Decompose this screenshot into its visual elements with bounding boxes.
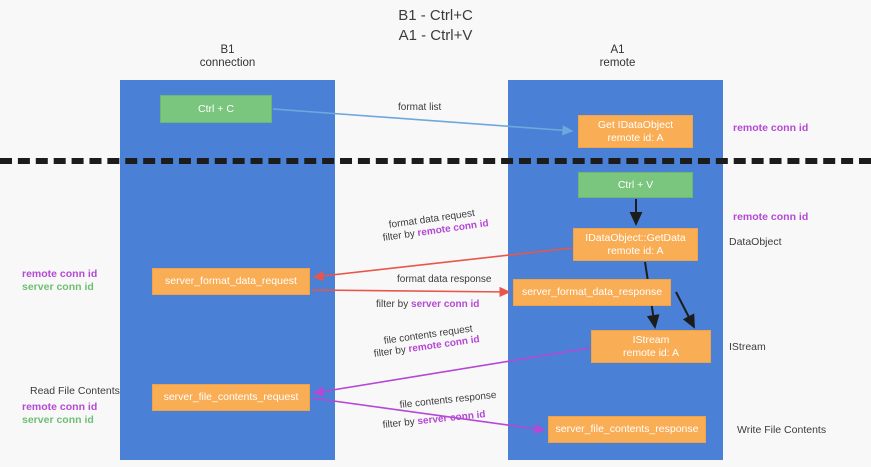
phase-divider-dashed-line: [0, 158, 871, 164]
node-server-format-data-response[interactable]: server_format_data_response: [513, 279, 671, 306]
note-right-dataobject: DataObject: [729, 236, 782, 248]
node-idataobject-getdata[interactable]: IDataObject::GetData remote id: A: [573, 228, 698, 261]
note-left-server-conn-id-2: server conn id: [22, 414, 94, 426]
title-line-2: A1 - Ctrl+V: [398, 27, 473, 44]
note-left-read-file-contents: Read File Contents: [30, 385, 120, 397]
note-left-conn-ids-bottom: remote conn id server conn id: [22, 401, 97, 427]
filter-key-server-conn-id: server conn id: [416, 409, 487, 428]
node-server-file-contents-request[interactable]: server_file_contents_request: [152, 384, 310, 411]
diagram-title: B1 - Ctrl+C A1 - Ctrl+V: [0, 6, 871, 46]
note-left-conn-ids-top: remote conn id server conn id: [22, 268, 97, 294]
node-server-file-contents-response[interactable]: server_file_contents_response: [548, 416, 706, 443]
filter-key-server-conn-id: server conn id: [411, 299, 480, 310]
node-server-file-contents-response-label: server_file_contents_response: [555, 423, 699, 435]
node-ctrl-v-label: Ctrl + V: [617, 178, 654, 191]
lane-header-b1: B1 connection: [150, 44, 305, 70]
node-ctrl-c[interactable]: Ctrl + C: [160, 95, 272, 123]
filter-prefix: filter by: [382, 228, 419, 244]
node-get-idataobject[interactable]: Get IDataObject remote id: A: [578, 115, 693, 148]
arrow-format-data-response: [311, 286, 511, 298]
node-istream-line1: IStream: [632, 333, 670, 346]
label-file-contents-response-filter: filter by server conn id: [382, 408, 486, 432]
note-left-remote-conn-id-1: remote conn id: [22, 268, 98, 280]
note-right-write-file-contents: Write File Contents: [737, 424, 827, 436]
label-format-list: format list: [398, 102, 442, 113]
label-format-data-response: format data response: [397, 274, 492, 285]
note-right-remote-conn-id-mid: remote conn id: [733, 211, 809, 223]
node-istream-line2: remote id: A: [622, 346, 680, 359]
node-server-format-data-request-label: server_format_data_request: [165, 275, 297, 287]
lane-header-a1: A1 remote: [540, 44, 695, 70]
node-server-format-data-request[interactable]: server_format_data_request: [152, 268, 310, 295]
note-right-remote-conn-id-top: remote conn id: [733, 122, 809, 134]
node-idataobject-getdata-line1: IDataObject::GetData: [585, 231, 686, 244]
node-ctrl-c-label: Ctrl + C: [198, 102, 234, 115]
filter-prefix: filter by: [373, 344, 410, 360]
lane-name-b1: B1: [220, 44, 235, 56]
node-get-idataobject-line2: remote id: A: [607, 131, 664, 144]
lane-role-b1: connection: [199, 57, 256, 69]
node-istream[interactable]: IStream remote id: A: [591, 330, 711, 363]
lane-role-a1: remote: [599, 57, 636, 69]
note-left-server-conn-id-1: server conn id: [22, 281, 94, 293]
filter-prefix: filter by: [382, 416, 419, 431]
title-line-1: B1 - Ctrl+C: [398, 7, 473, 24]
note-right-istream: IStream: [729, 341, 766, 353]
lane-name-a1: A1: [610, 44, 625, 56]
node-ctrl-v[interactable]: Ctrl + V: [578, 172, 693, 198]
node-server-file-contents-request-label: server_file_contents_request: [163, 391, 299, 403]
node-server-format-data-response-label: server_format_data_response: [521, 286, 663, 298]
note-left-remote-conn-id-2: remote conn id: [22, 401, 98, 413]
node-get-idataobject-line1: Get IDataObject: [597, 118, 674, 131]
filter-prefix: filter by: [376, 299, 412, 310]
label-format-data-response-filter: filter by server conn id: [376, 298, 479, 311]
node-idataobject-getdata-line2: remote id: A: [607, 244, 664, 257]
